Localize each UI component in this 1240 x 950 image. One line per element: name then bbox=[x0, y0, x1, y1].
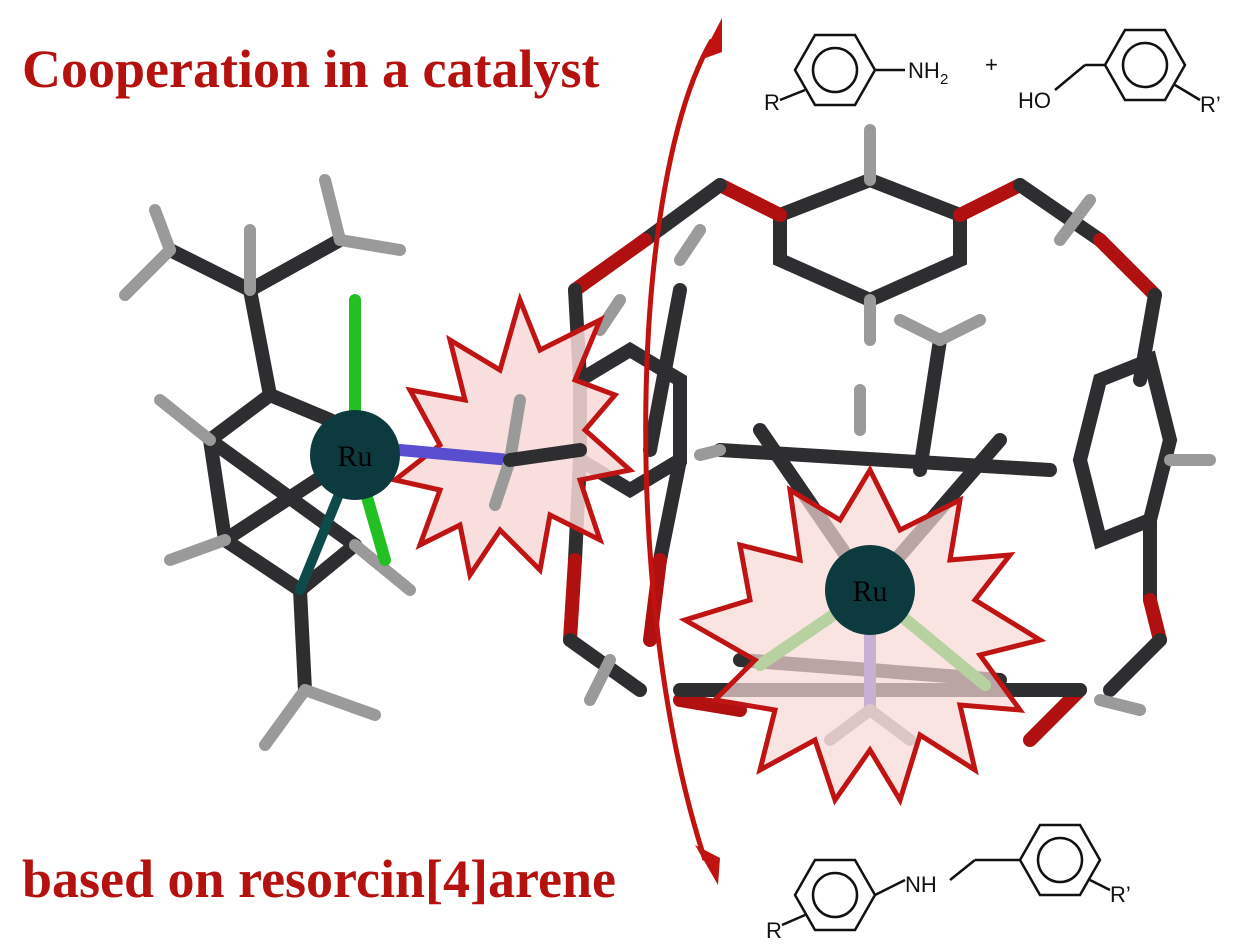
plus-sign: + bbox=[985, 52, 998, 77]
ho-label: HO bbox=[1018, 88, 1051, 113]
r-prime-label: R’ bbox=[1200, 92, 1221, 117]
starburst-right bbox=[678, 464, 1047, 807]
nh2-label: NH bbox=[908, 58, 940, 83]
aniline-structure: NH 2 R bbox=[764, 33, 948, 115]
title-bottom: based on resorcin[4]arene bbox=[22, 849, 616, 909]
nh-label: NH bbox=[905, 872, 937, 897]
reaction-arrow bbox=[643, 38, 715, 861]
ru-atom-left bbox=[310, 410, 400, 500]
ru-label-left: Ru bbox=[337, 440, 372, 473]
ru-n-bond bbox=[394, 444, 516, 466]
title-top: Cooperation in a catalyst bbox=[22, 39, 600, 99]
arrow-head-bottom bbox=[695, 845, 720, 885]
r-label: R bbox=[764, 90, 780, 115]
ru-label-right: Ru bbox=[852, 575, 887, 608]
arrow-head-top bbox=[700, 18, 722, 60]
product-structure: NH R R’ bbox=[766, 823, 1131, 943]
ru-atom-right bbox=[825, 545, 915, 635]
benzyl-alcohol-structure: HO R’ bbox=[1018, 28, 1221, 117]
nh2-subscript: 2 bbox=[940, 71, 948, 88]
product-r-prime-label: R’ bbox=[1110, 882, 1131, 907]
product-r-label: R bbox=[766, 918, 782, 943]
